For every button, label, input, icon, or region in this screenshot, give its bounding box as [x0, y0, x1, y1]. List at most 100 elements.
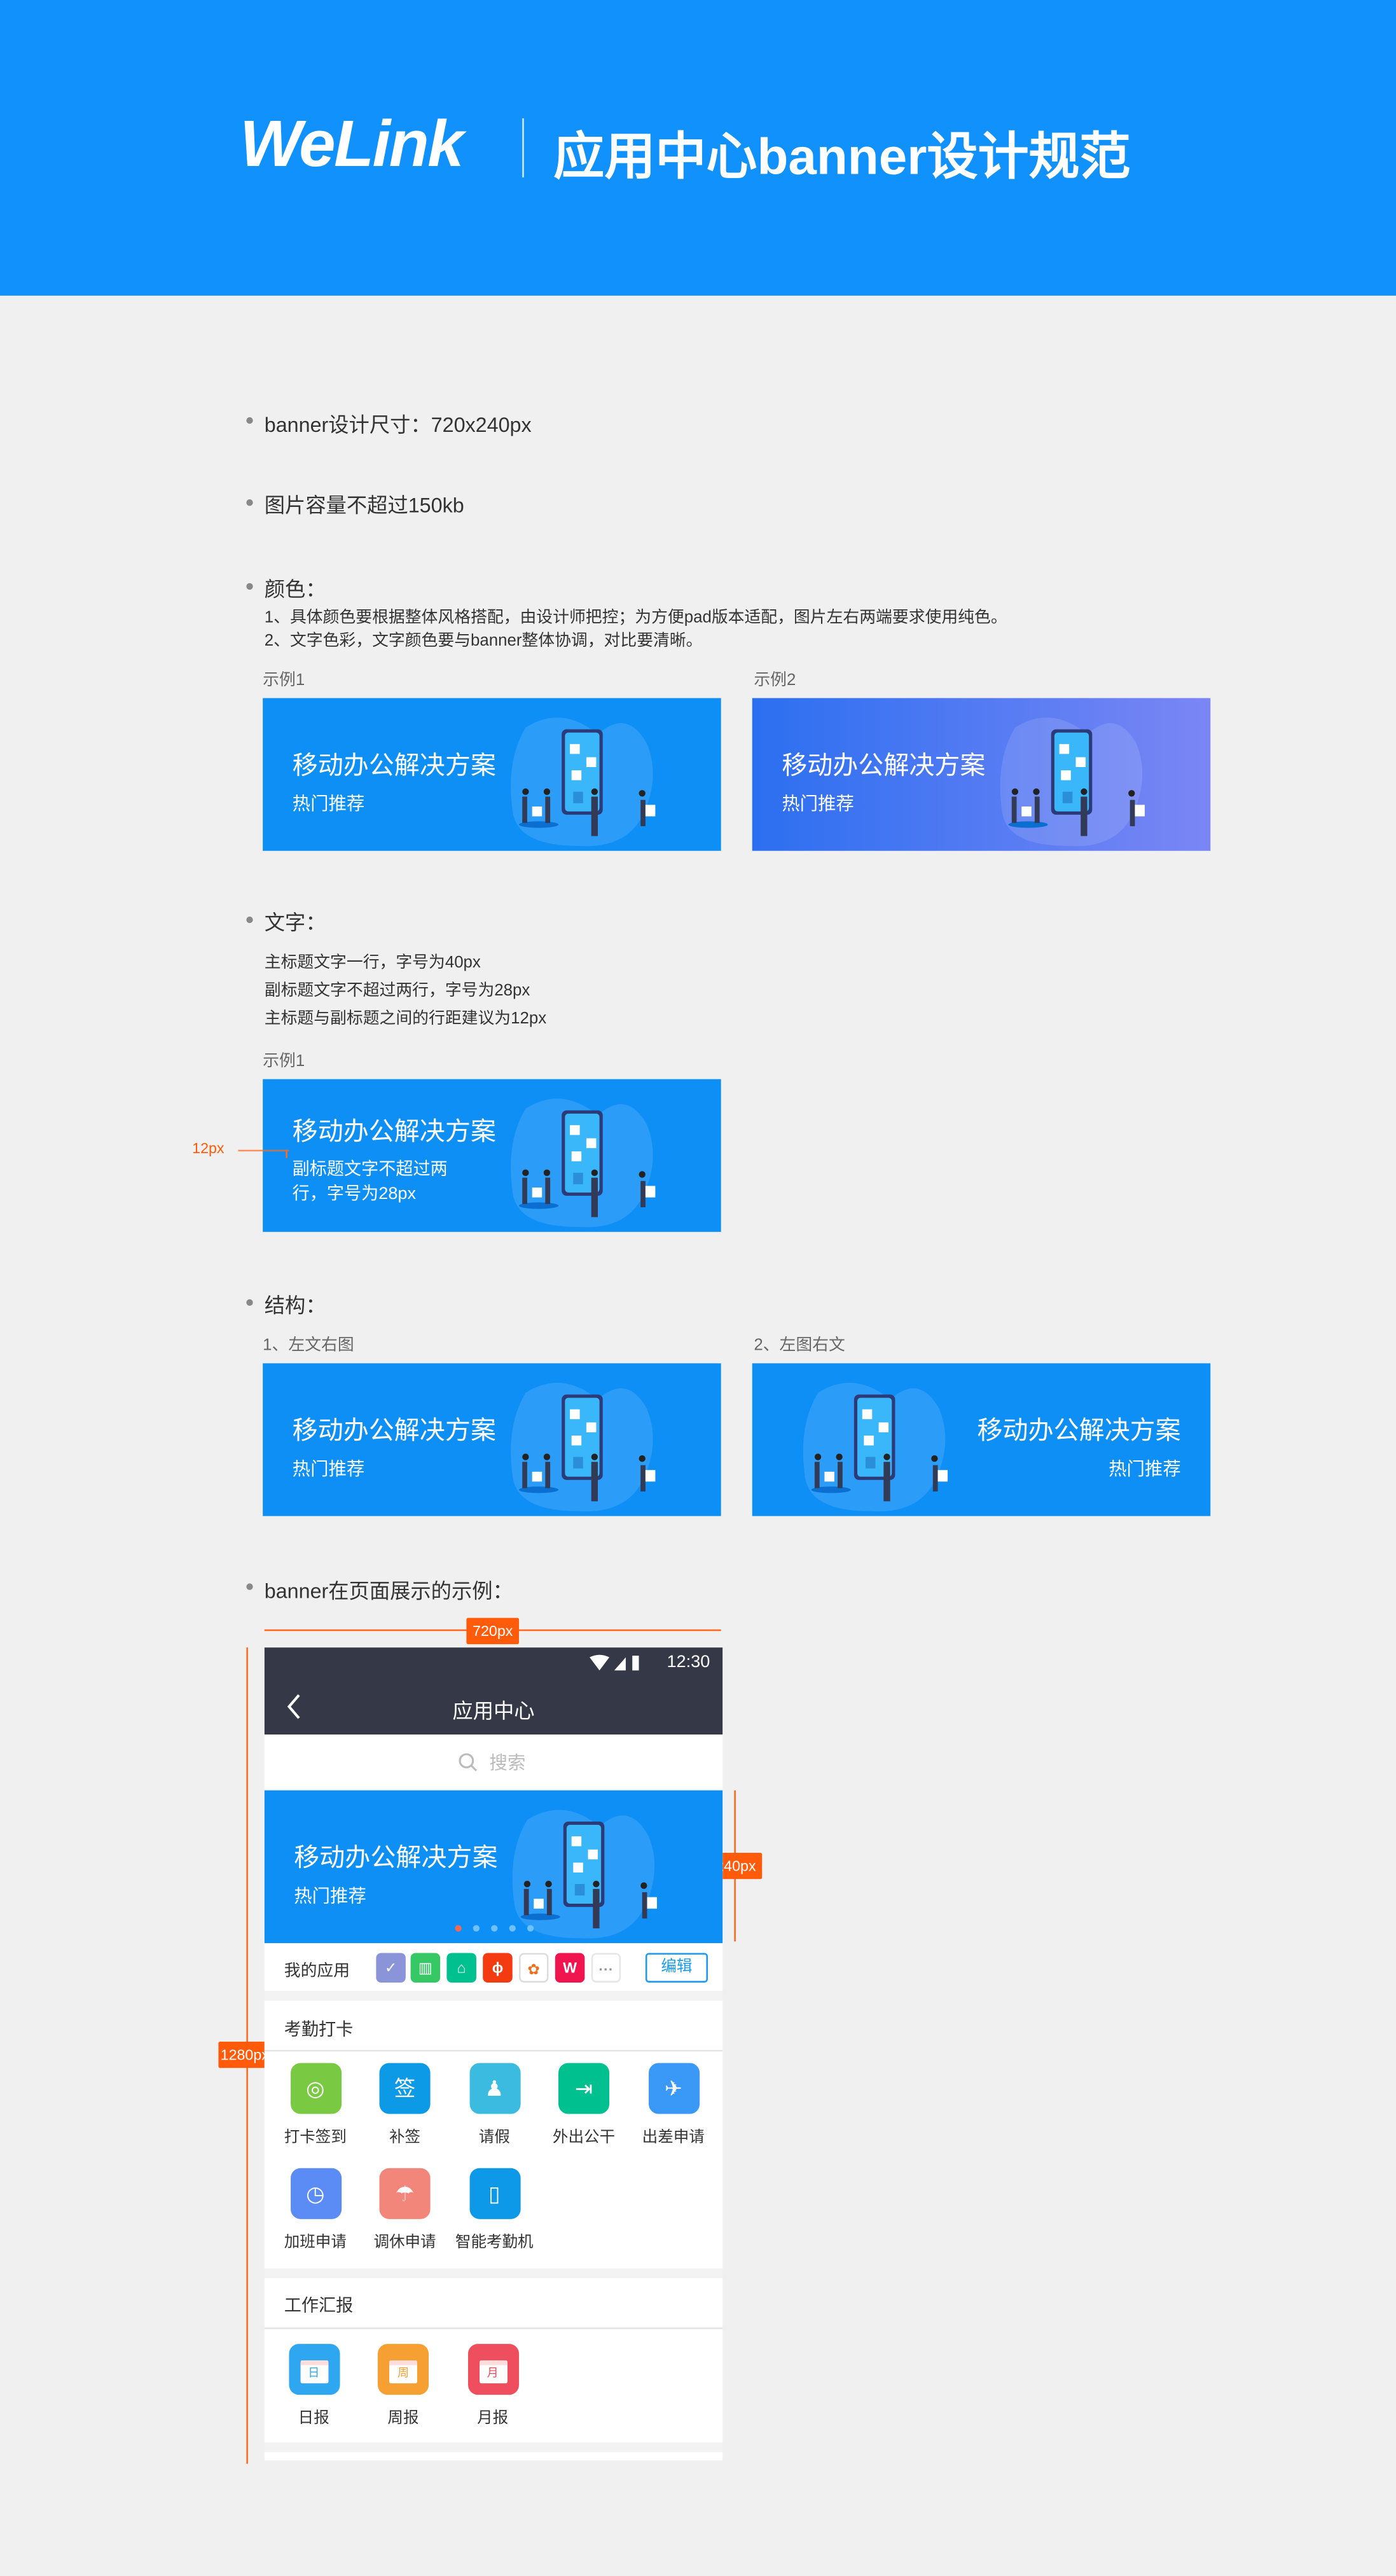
spacing-arrow: [238, 1149, 289, 1152]
example-label: 示例2: [754, 672, 796, 690]
app-icon-task[interactable]: ✓: [376, 1953, 406, 1983]
calendar-icon: 周: [377, 2344, 429, 2395]
structure-heading: 结构：: [264, 1294, 326, 1318]
app-label: 调休申请: [373, 2234, 436, 2252]
spacing-label: 12px: [192, 1140, 225, 1157]
search-bar[interactable]: 搜索: [264, 1735, 723, 1789]
banner-illustration: [496, 1092, 677, 1232]
app-icon-flower[interactable]: ✿: [519, 1953, 549, 1983]
report-section: 工作汇报 日日报周周报月月报: [264, 2278, 723, 2443]
app-label: 日报: [298, 2409, 329, 2428]
my-apps-row: 我的应用 ✓ ▥ ⌂ ɸ ✿ W ··· 编辑: [264, 1942, 723, 1991]
app-label: 外出公干: [552, 2128, 616, 2147]
app-leave[interactable]: ♟ 请假: [450, 2063, 539, 2147]
banner-illustration: [985, 711, 1166, 851]
app-daily-report[interactable]: 日日报: [270, 2344, 358, 2428]
banner-title: 移动办公解决方案: [782, 752, 986, 780]
app-icon-wps[interactable]: W: [555, 1953, 585, 1983]
app-bukai[interactable]: 签补签: [361, 2063, 449, 2147]
banner-title: 移动办公解决方案: [292, 1417, 496, 1446]
banner-text-right: 移动办公解决方案 热门推荐: [752, 1363, 1211, 1516]
leave-icon: ♟: [469, 2063, 520, 2114]
search-icon: [459, 1753, 477, 1771]
section-title: 工作汇报: [284, 2296, 354, 2316]
app-label: 月报: [477, 2409, 509, 2428]
carousel-dot[interactable]: [473, 1925, 480, 1932]
section-title: 考勤打卡: [284, 2020, 354, 2040]
calendar-char: 月: [478, 2360, 507, 2384]
banner-illustration: [496, 711, 677, 851]
calendar-icon: 月: [467, 2344, 518, 2395]
timeoff-icon: ☂: [379, 2168, 431, 2219]
banner-subtitle: 热门推荐: [292, 1460, 365, 1480]
carousel-dots[interactable]: [455, 1925, 534, 1932]
app-icon-fruit[interactable]: ɸ: [483, 1953, 513, 1983]
spec-filesize: 图片容量不超过150kb: [264, 494, 464, 518]
app-checkin[interactable]: ◎打卡签到: [271, 2063, 359, 2147]
carousel-banner[interactable]: 移动办公解决方案 热门推荐: [264, 1790, 723, 1943]
app-icon-house[interactable]: ⌂: [446, 1953, 476, 1983]
banner-subtitle: 热门推荐: [294, 1887, 366, 1908]
color-rule-1: 1、具体颜色要根据整体风格搭配，由设计师把控；为方便pad版本适配，图片左右两端…: [264, 609, 1007, 628]
banner-text-left: 移动办公解决方案 热门推荐: [263, 1363, 721, 1516]
overtime-icon: ◷: [289, 2168, 341, 2219]
app-weekly-report[interactable]: 周周报: [359, 2344, 447, 2428]
app-label: 补签: [389, 2128, 421, 2147]
banner-example-text: 移动办公解决方案 副标题文字不超过两 行，字号为28px: [263, 1079, 721, 1232]
bullet-icon: [246, 499, 253, 506]
banner-subtitle: 热门推荐: [292, 794, 365, 815]
page-title: 应用中心banner设计规范: [553, 128, 1131, 186]
my-apps-label: 我的应用: [284, 1962, 350, 1981]
app-trip[interactable]: ✈出差申请: [629, 2063, 717, 2147]
app-label: 周报: [387, 2409, 419, 2428]
next-section: [264, 2452, 723, 2461]
app-label: 请假: [478, 2128, 510, 2147]
app-label: 智能考勤机: [455, 2234, 534, 2252]
app-outing[interactable]: ⇥外出公干: [539, 2063, 628, 2147]
calendar-char: 周: [389, 2360, 417, 2384]
app-monthly-report[interactable]: 月月报: [448, 2344, 537, 2428]
app-attendance-machine[interactable]: ▯ 智能考勤机: [450, 2168, 539, 2252]
app-label: 加班申请: [284, 2234, 347, 2252]
spec-size: banner设计尺寸：720x240px: [264, 413, 532, 437]
banner-subtitle-line: 行，字号为28px: [292, 1184, 417, 1204]
header-divider: [522, 118, 524, 177]
divider: [264, 2327, 723, 2329]
color-heading: 颜色：: [264, 578, 326, 602]
app-icon-building[interactable]: ▥: [410, 1953, 441, 1983]
banner-illustration: [496, 1376, 677, 1516]
banner-title: 移动办公解决方案: [977, 1417, 1181, 1446]
structure-option-1: 1、左文右图: [263, 1337, 354, 1355]
welink-logo: WeLink: [240, 108, 464, 181]
width-label: 720px: [466, 1617, 520, 1644]
banner-illustration: [497, 1803, 678, 1943]
attendance-machine-icon: ▯: [469, 2168, 520, 2219]
text-rule-1: 主标题文字一行，字号为40px: [264, 954, 481, 973]
carousel-dot[interactable]: [491, 1925, 498, 1932]
app-overtime[interactable]: ◷ 加班申请: [271, 2168, 359, 2252]
text-rule-2: 副标题文字不超过两行，字号为28px: [264, 982, 530, 1001]
back-icon[interactable]: [286, 1693, 302, 1719]
banner-title: 移动办公解决方案: [292, 1118, 496, 1147]
banner-title: 移动办公解决方案: [294, 1845, 498, 1873]
app-timeoff[interactable]: ☂ 调休申请: [361, 2168, 449, 2252]
app-label: 打卡签到: [284, 2128, 347, 2147]
carousel-dot[interactable]: [455, 1925, 462, 1932]
carousel-dot[interactable]: [509, 1925, 516, 1932]
search-placeholder: 搜索: [489, 1754, 526, 1774]
banner-subtitle: 热门推荐: [1109, 1460, 1181, 1480]
more-apps-button[interactable]: ···: [591, 1953, 621, 1983]
bullet-icon: [246, 417, 253, 424]
bullet-icon: [246, 916, 253, 924]
display-heading: banner在页面展示的示例：: [264, 1580, 513, 1603]
edit-button[interactable]: 编辑: [645, 1953, 708, 1983]
carousel-dot[interactable]: [527, 1925, 534, 1932]
bukai-icon: 签: [379, 2063, 431, 2114]
structure-option-2: 2、左图右文: [754, 1337, 845, 1355]
bullet-icon: [246, 1299, 253, 1306]
page-header: WeLink 应用中心banner设计规范: [0, 0, 1396, 296]
divider: [264, 2049, 723, 2052]
phone-mockup: 12:30 应用中心 搜索 移动办公解决方案 热门推荐 我的应用 ✓ ▥ ⌂ ɸ…: [264, 1647, 723, 2461]
trip-icon: ✈: [647, 2063, 699, 2114]
banner-subtitle: 热门推荐: [782, 794, 854, 815]
